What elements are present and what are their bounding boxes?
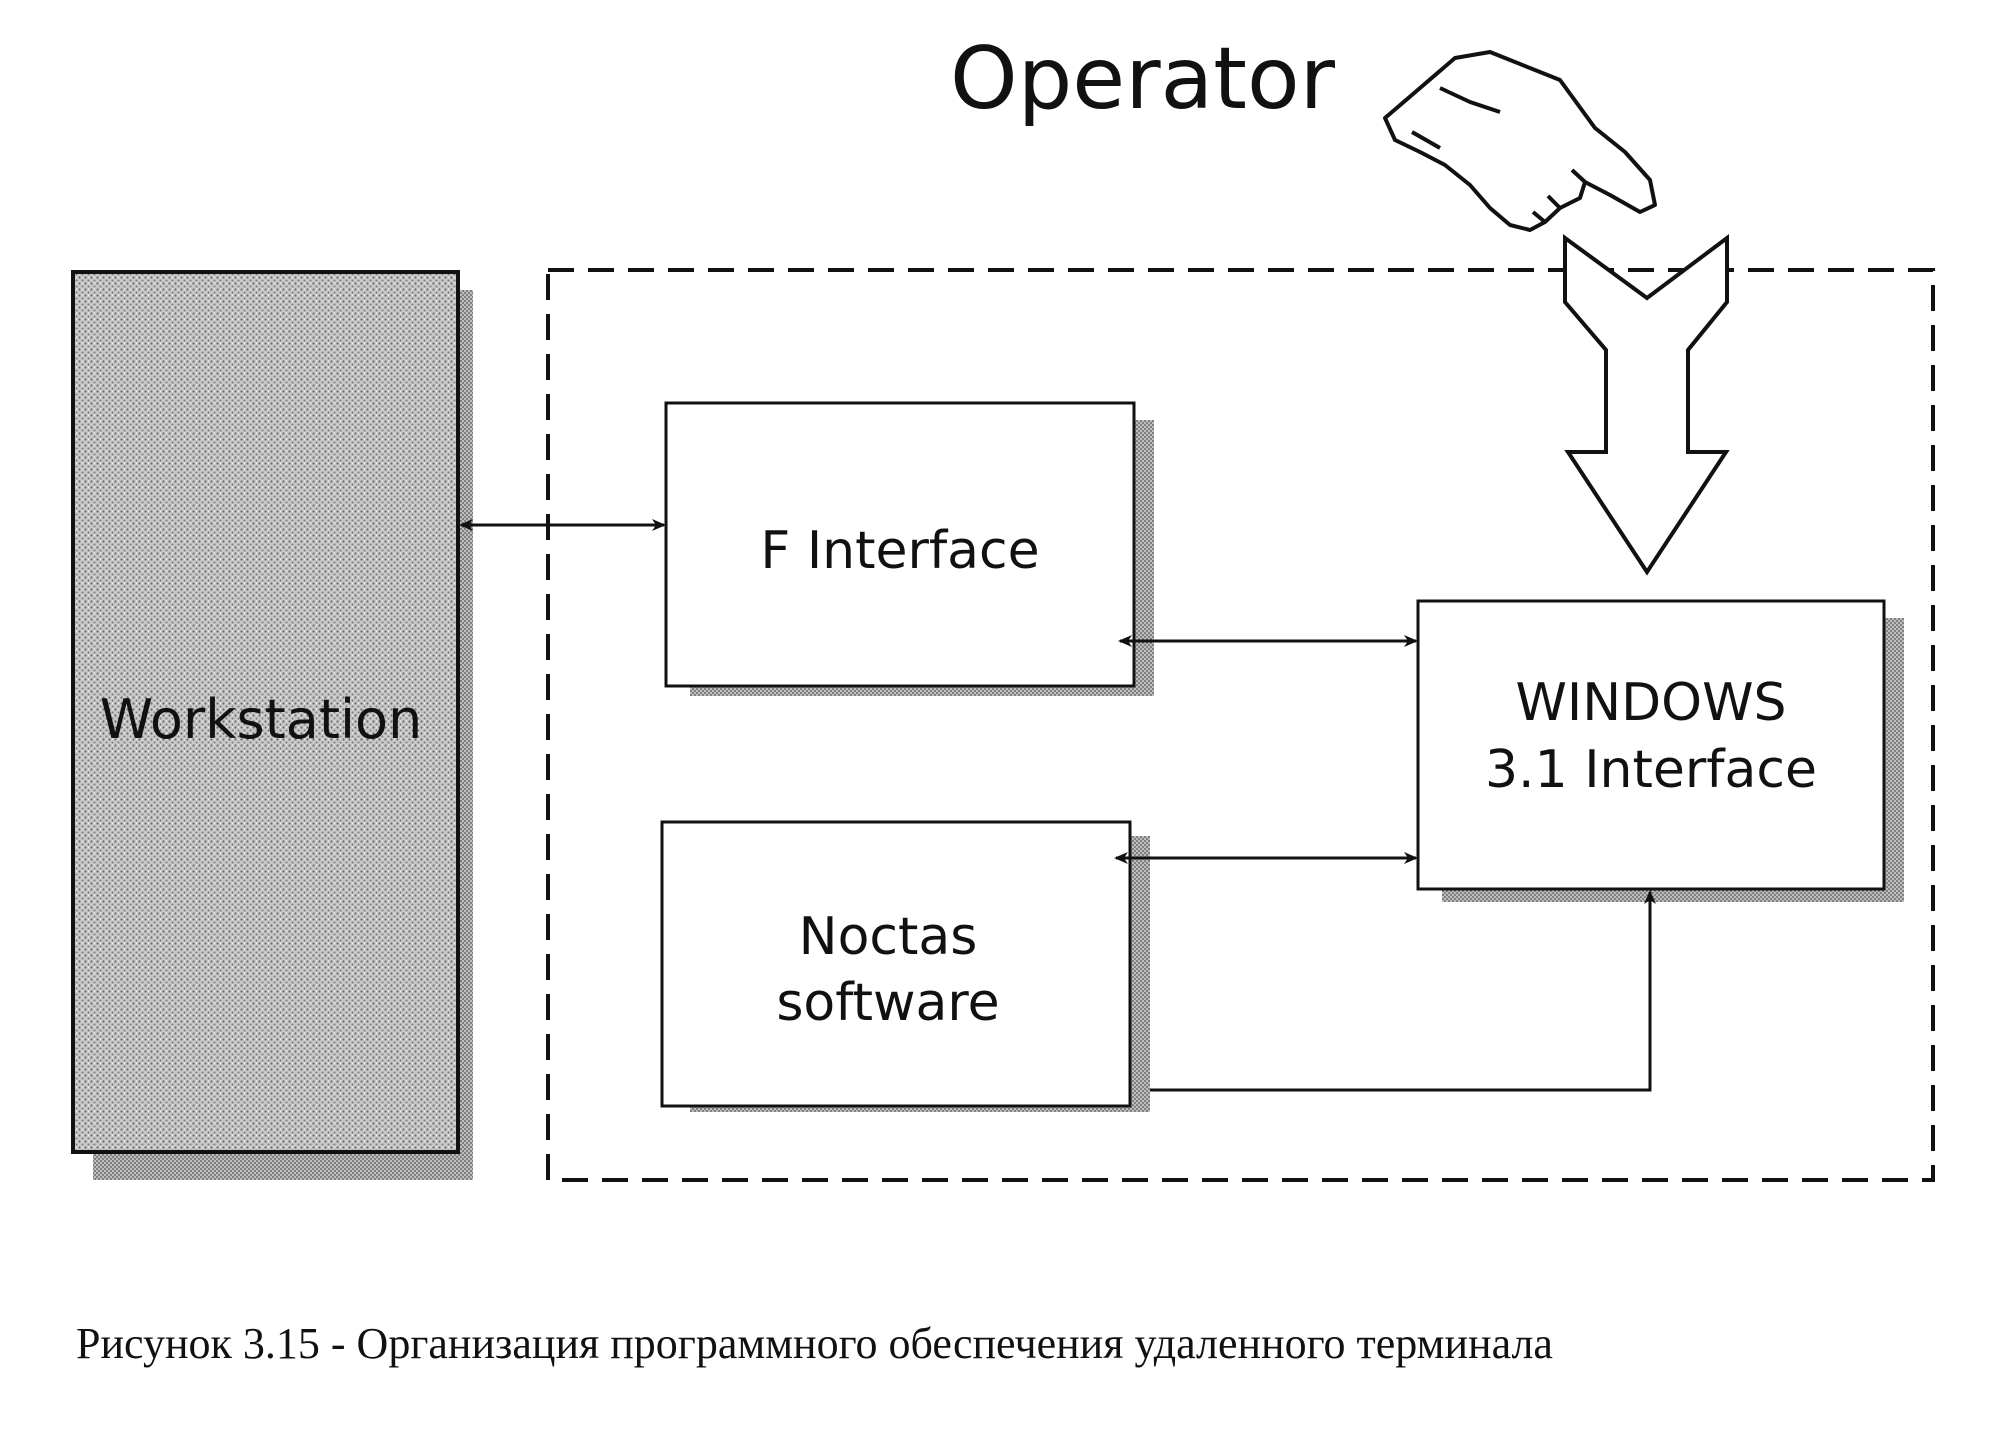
pointing-hand-icon (1383, 50, 1657, 232)
operator-label: Operator (950, 29, 1336, 129)
windows-line2: 3.1 Interface (1485, 740, 1817, 800)
f-interface-block: F Interface (664, 401, 1154, 696)
noctas-software-block: Noctas software (660, 820, 1150, 1112)
noctas-line1: Noctas (799, 907, 978, 967)
noctas-windows-bottom-link (1150, 890, 1656, 1092)
terminal-boundary (546, 268, 1935, 1182)
noctas-line2: software (776, 973, 999, 1033)
figure-caption: Рисунок 3.15 - Организация программного … (76, 1319, 1553, 1368)
windows-line1: WINDOWS (1515, 673, 1786, 733)
operator-input-arrow (1563, 234, 1730, 576)
workstation-label: Workstation (100, 688, 423, 751)
workstation-block: Workstation (71, 270, 473, 1180)
f-interface-label: F Interface (760, 521, 1039, 581)
windows-interface-block: WINDOWS 3.1 Interface (1416, 599, 1904, 902)
